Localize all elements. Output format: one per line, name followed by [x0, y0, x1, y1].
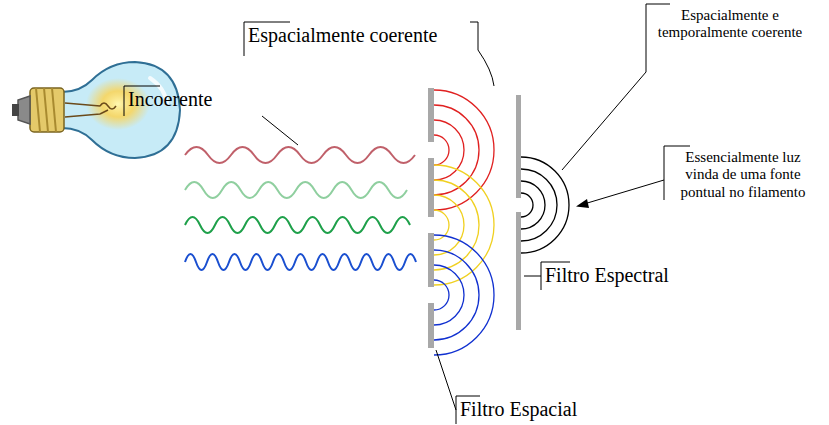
spectral-filter — [516, 95, 521, 330]
callout-label: Espacialmente coerente — [248, 24, 437, 47]
wave — [185, 217, 410, 233]
wave — [185, 254, 416, 270]
label-bracket — [124, 4, 690, 424]
callout-label: Filtro Espectral — [545, 264, 669, 287]
spatial-filter — [428, 88, 434, 348]
callout-label: Filtro Espacial — [460, 398, 577, 421]
wave — [185, 147, 415, 163]
callout-label: Essencialmente luz vinda de uma fonte po… — [668, 149, 818, 201]
leader-line — [262, 50, 664, 410]
wavefront-arcs — [434, 235, 494, 355]
wave — [185, 182, 407, 198]
callout-label: Incoerente — [128, 88, 212, 111]
arrow-head — [576, 199, 589, 208]
wavefront-arcs — [521, 157, 569, 253]
callout-label: Espacialmente e temporalmente coerente — [650, 7, 810, 42]
wavefront-arcs — [434, 165, 494, 285]
